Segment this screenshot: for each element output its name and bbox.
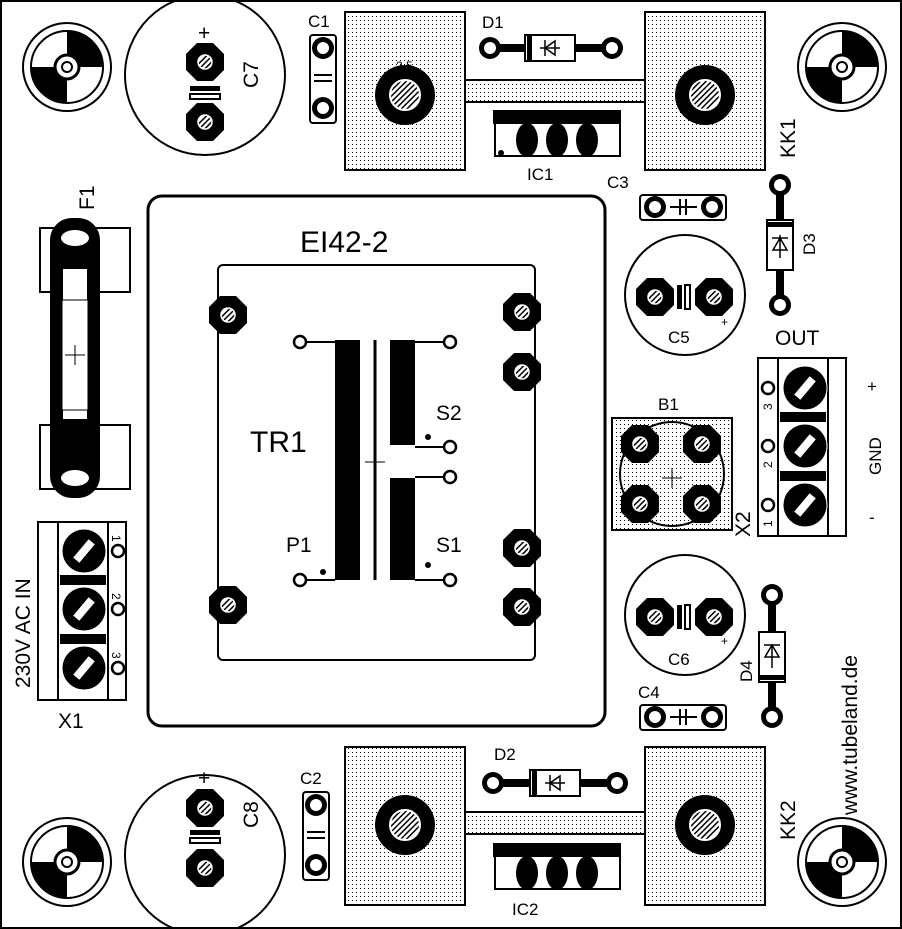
label-tr1: TR1 xyxy=(250,426,307,459)
label-s2: S2 xyxy=(436,402,462,425)
mounting-hole-tl xyxy=(21,21,113,113)
diode-d3: D3 xyxy=(766,174,819,316)
capacitor-c5: + C5 xyxy=(624,234,746,356)
heatsink-value: 2,5 xyxy=(396,59,413,73)
mounting-hole-tr xyxy=(796,21,888,113)
terminal-x2: 3 2 1 OUT + GND - X2 xyxy=(732,327,885,537)
label-d1: D1 xyxy=(482,13,504,32)
terminal-x1: 1 2 3 230V AC IN X1 xyxy=(12,521,127,733)
label-transformer-type: EI42-2 xyxy=(300,226,388,259)
label-c3: C3 xyxy=(607,173,629,192)
label-x2: X2 xyxy=(732,511,755,537)
capacitor-c2: C2 xyxy=(300,769,330,881)
fuse-f1: F1 xyxy=(39,185,131,498)
website-label: www.tubeland.de xyxy=(839,655,862,816)
polarity-plus: + xyxy=(198,767,210,790)
capacitor-c8: + C8 xyxy=(124,767,286,929)
label-c8: C8 xyxy=(240,801,263,828)
heatsink-kk1: KK1 2,5 xyxy=(344,11,800,171)
diode-d4: D4 xyxy=(737,584,786,728)
label-minus: - xyxy=(869,508,875,527)
label-p1: P1 xyxy=(286,534,312,557)
label-b1: B1 xyxy=(658,395,679,414)
transformer-tr1: EI42-2 TR1 S2 S1 P1 xyxy=(146,194,607,728)
label-plus: + xyxy=(867,377,877,396)
label-c2: C2 xyxy=(300,769,322,788)
regulator-ic2: IC2 xyxy=(493,843,621,919)
label-kk1: KK1 xyxy=(777,118,800,158)
diode-d1: D1 xyxy=(479,13,623,62)
label-d4: D4 xyxy=(737,660,756,682)
label-c7: C7 xyxy=(240,61,263,88)
pin-number: 1 xyxy=(761,520,775,527)
label-c1: C1 xyxy=(308,12,330,31)
label-ic2: IC2 xyxy=(512,900,538,919)
label-out: OUT xyxy=(775,327,820,350)
label-c5: C5 xyxy=(668,328,690,347)
label-ic1: IC1 xyxy=(527,165,553,184)
label-d2: D2 xyxy=(494,745,516,764)
label-d3: D3 xyxy=(800,233,819,255)
mounting-hole-bl xyxy=(21,816,113,908)
diode-d2: D2 xyxy=(482,745,628,797)
capacitor-c1: C1 xyxy=(308,12,337,124)
label-c4: C4 xyxy=(638,683,660,702)
label-x1: X1 xyxy=(58,710,84,733)
label-c6: C6 xyxy=(668,650,690,669)
pin-number: 2 xyxy=(761,461,775,468)
pin-number: 2 xyxy=(109,593,123,600)
label-ac-in: 230V AC IN xyxy=(12,578,35,688)
pin-number: 1 xyxy=(109,535,123,542)
polarity-plus: + xyxy=(721,634,728,648)
label-gnd: GND xyxy=(866,437,885,475)
label-kk2: KK2 xyxy=(777,800,800,840)
label-s1: S1 xyxy=(436,534,462,557)
heatsink-kk2: KK2 xyxy=(344,746,800,906)
label-f1: F1 xyxy=(76,185,99,210)
capacitor-c4: C4 xyxy=(638,683,727,731)
capacitor-c3: C3 xyxy=(607,173,727,221)
regulator-ic1: IC1 xyxy=(493,110,621,184)
pin-number: 3 xyxy=(109,652,123,659)
polarity-plus: + xyxy=(198,22,210,45)
mounting-hole-br xyxy=(796,816,888,908)
capacitor-c6: + C6 xyxy=(624,554,746,676)
pin-number: 3 xyxy=(761,403,775,410)
bridge-rectifier-b1: B1 xyxy=(611,395,733,531)
capacitor-c7: + C7 xyxy=(124,0,286,156)
polarity-plus: + xyxy=(721,315,728,329)
